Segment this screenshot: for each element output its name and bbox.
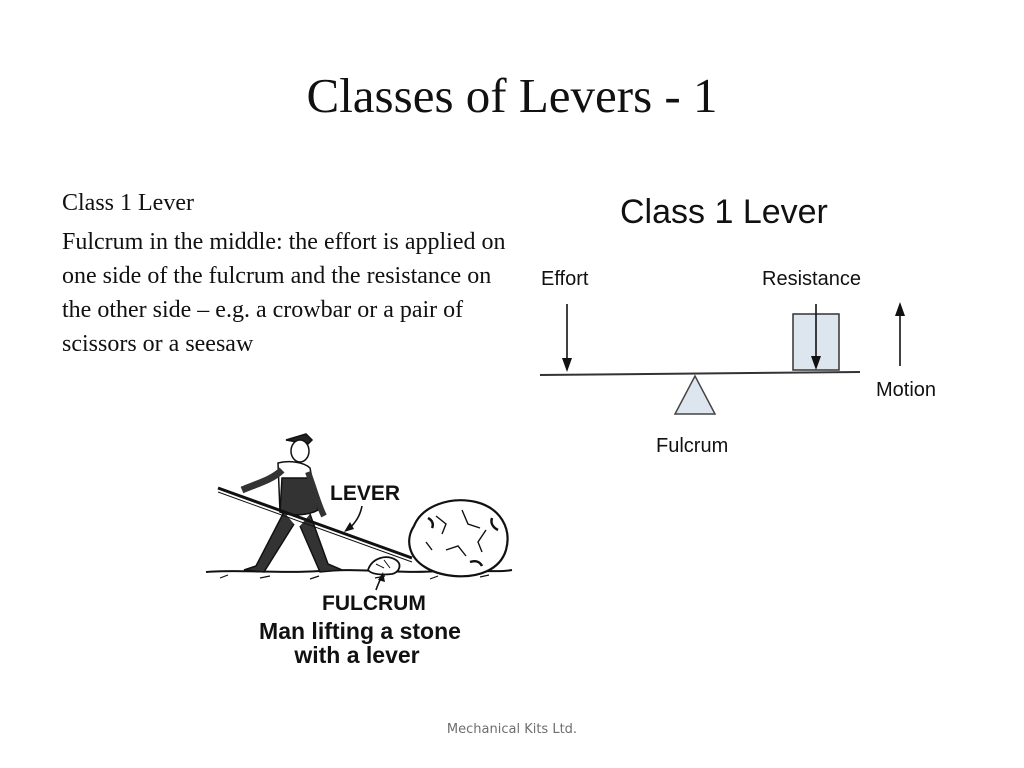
- effort-arrow-icon: [562, 304, 572, 372]
- slide-title: Classes of Levers - 1: [306, 68, 718, 123]
- slide-footer: Mechanical Kits Ltd.: [446, 722, 578, 737]
- lever-bar: [539, 371, 861, 376]
- man-lifting-stone-illustration: LEVER FULCRUM Man lifting a stone with a…: [205, 433, 513, 668]
- lever-pointer-arrow-icon: [344, 505, 363, 532]
- resistance-arrow-icon: [811, 304, 821, 370]
- class-1-lever-diagram: Class 1 Lever Effort Resistance Fulcrum …: [539, 193, 936, 457]
- fulcrum-triangle: [673, 374, 717, 415]
- man-figure: [240, 433, 343, 573]
- sketch-lever-pole: [217, 486, 413, 560]
- sketch-caption-line-1: Man lifting a stone: [259, 618, 461, 644]
- body-text: Class 1 Lever Fulcrum in the middle: the…: [62, 186, 512, 361]
- sketch-fulcrum-label: FULCRUM: [322, 592, 426, 615]
- sketch-fulcrum-rock: [366, 556, 401, 576]
- lever-class-heading: Class 1 Lever: [62, 190, 194, 216]
- sketch-lever-label: LEVER: [330, 482, 400, 505]
- motion-label: Motion: [876, 379, 936, 401]
- fulcrum-label: Fulcrum: [656, 435, 728, 457]
- fulcrum-pointer-arrow-icon: [375, 572, 385, 591]
- diagram-title: Class 1 Lever: [620, 193, 828, 231]
- sketch-caption-line-2: with a lever: [293, 642, 419, 668]
- motion-arrow-icon: [895, 302, 905, 366]
- resistance-label: Resistance: [762, 268, 861, 290]
- effort-label: Effort: [541, 268, 589, 290]
- sketch-big-stone: [408, 499, 509, 578]
- lever-description: Fulcrum in the middle: the effort is app…: [62, 229, 506, 357]
